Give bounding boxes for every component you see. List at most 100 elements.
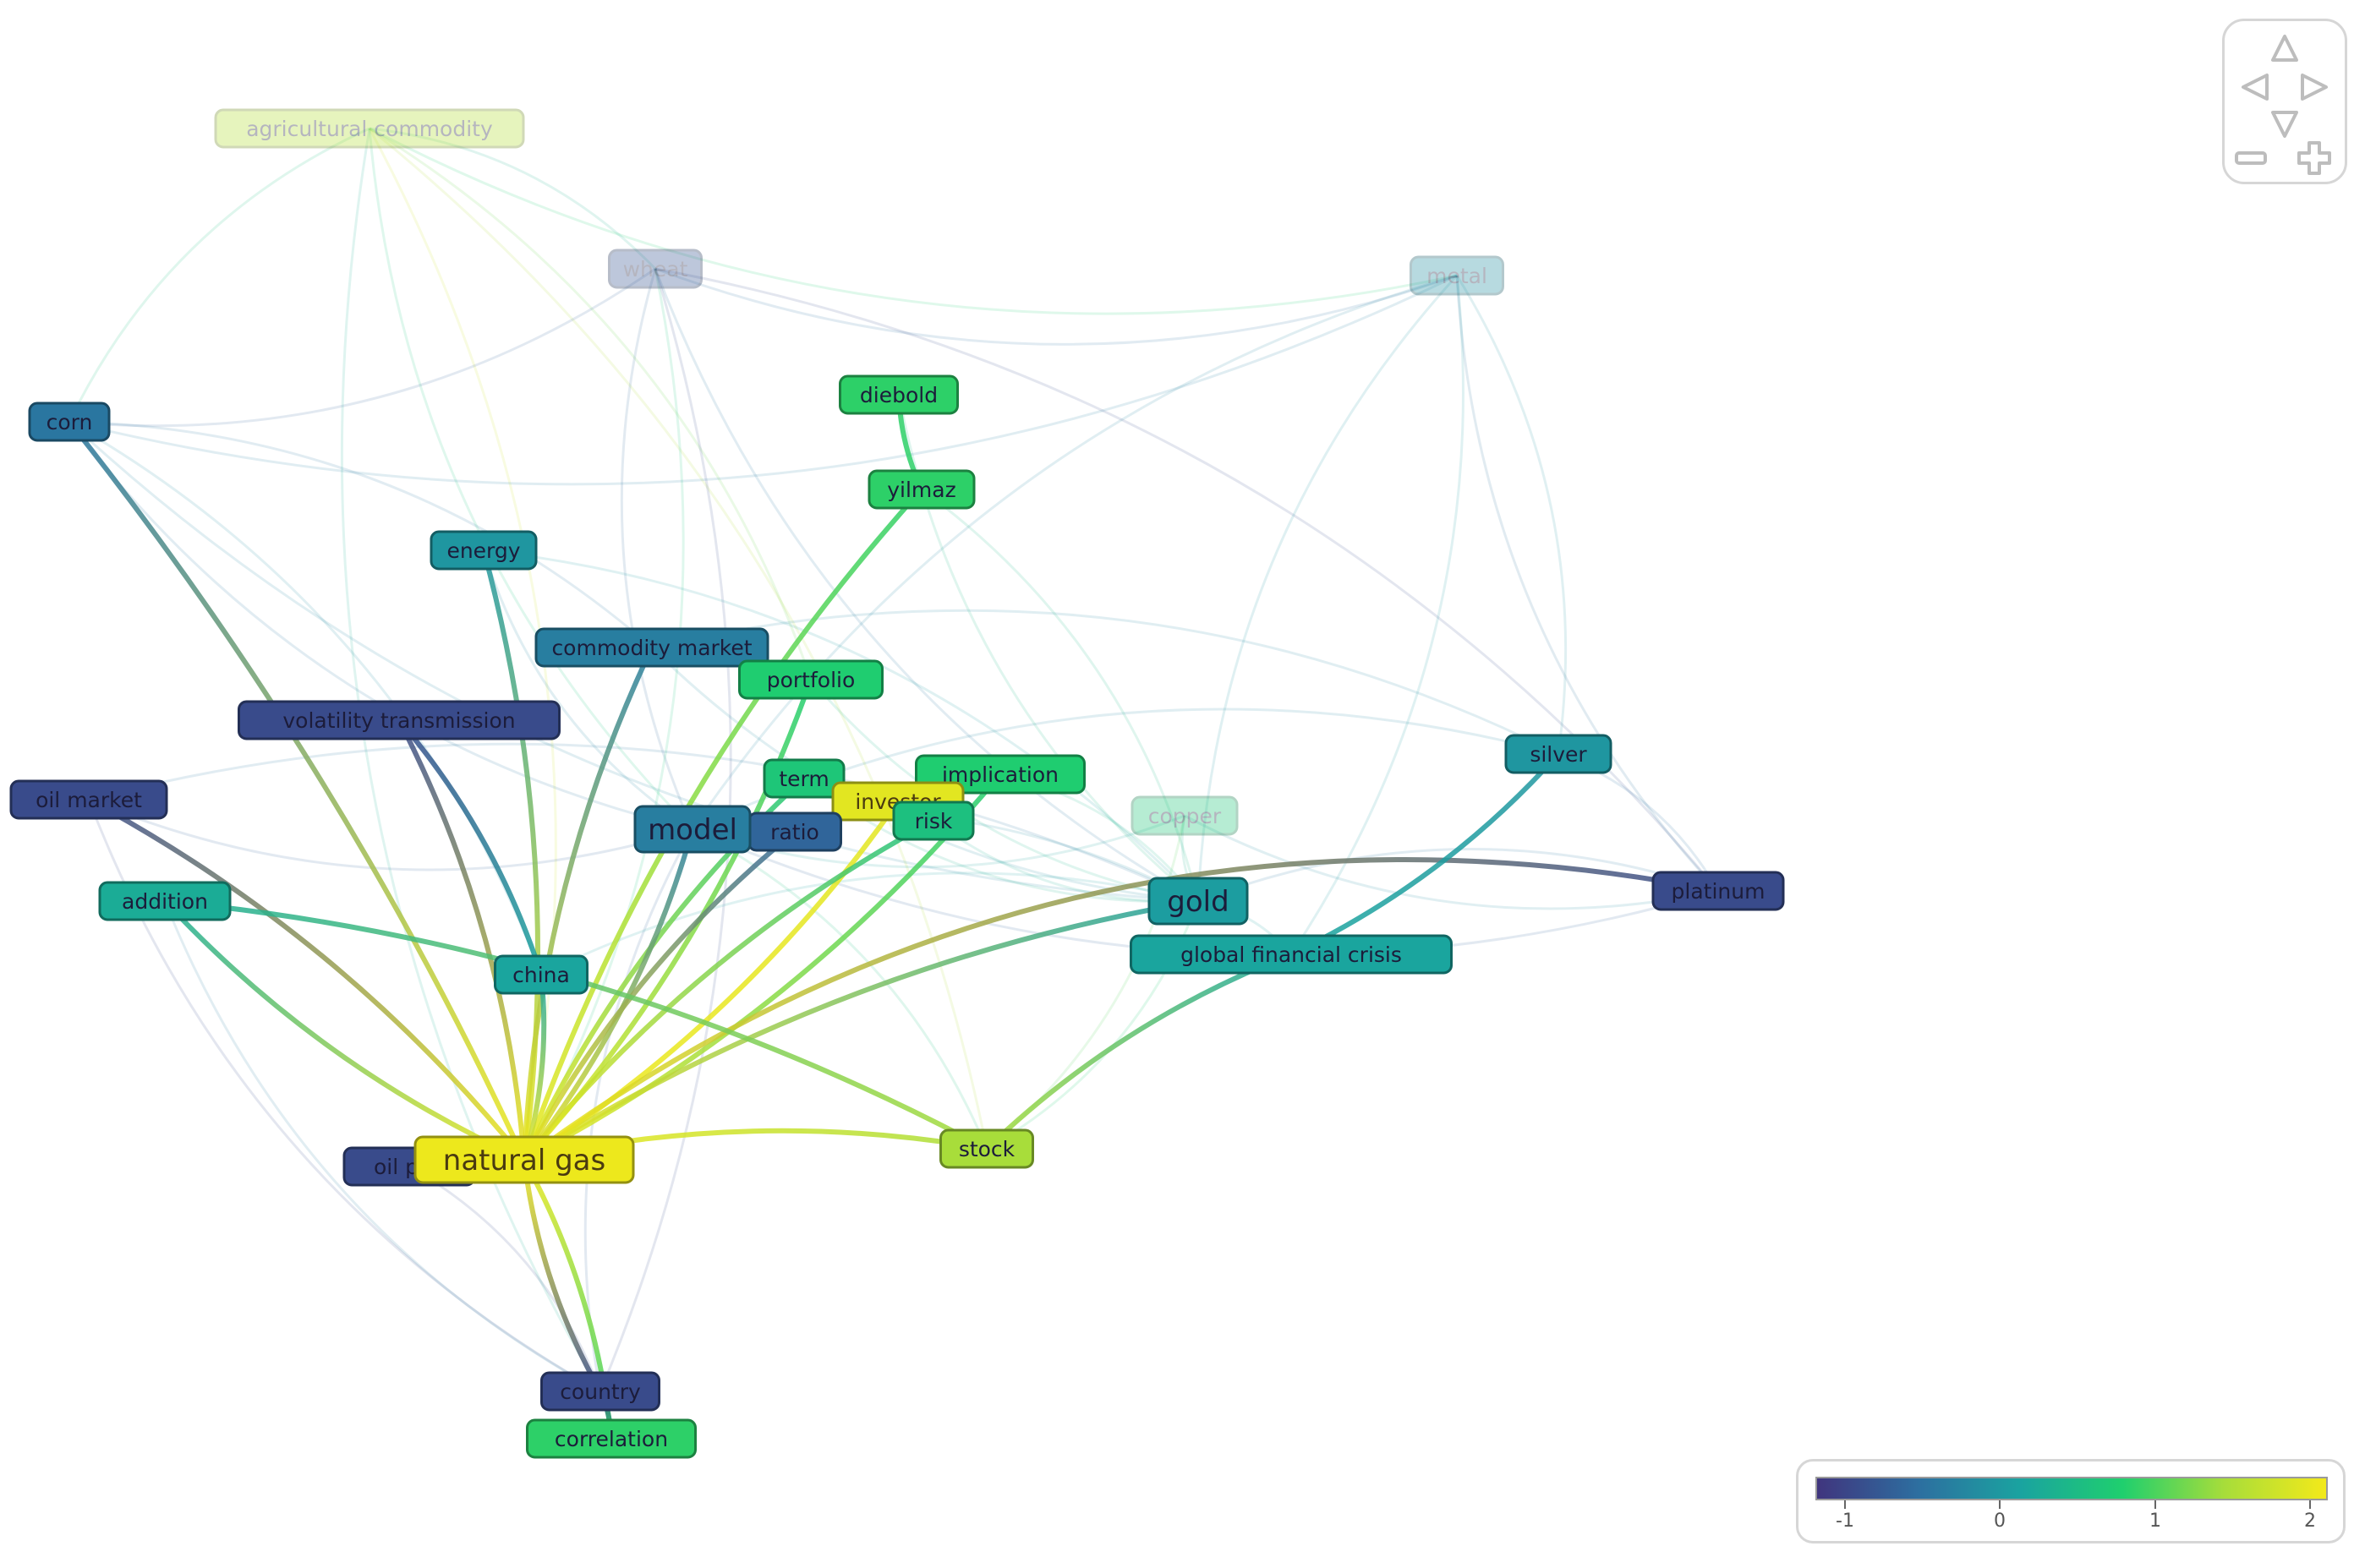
node-label-diebold: diebold [860, 383, 938, 407]
faint-link-agricultural-commodity-portfolio [369, 127, 813, 680]
faint-link-addition-country [163, 900, 601, 1393]
node-term[interactable]: term [763, 758, 846, 799]
link-natural-gas-oil-market [87, 797, 527, 1161]
faint-link-corn-china [68, 420, 543, 975]
node-label-copper: copper [1148, 804, 1222, 828]
node-volatility-transmission[interactable]: volatility transmission [238, 700, 561, 740]
zoom-out-icon[interactable] [2235, 151, 2267, 165]
node-label-agricultural-commodity: agricultural commodity [246, 117, 493, 141]
link-natural-gas-implication [523, 773, 1003, 1162]
faint-link-agricultural-commodity-model [368, 128, 694, 831]
faint-link-agricultural-commodity-wheat [369, 127, 657, 270]
node-label-country: country [560, 1380, 641, 1404]
faint-link-energy-model [482, 549, 693, 831]
node-diebold[interactable]: diebold [839, 374, 959, 415]
nodes-layer: agricultural commodity wheat metal copper co… [9, 108, 1785, 1459]
faint-link-commodity-market-silver [651, 609, 1559, 756]
pan-up-icon[interactable] [2271, 35, 2298, 62]
faint-link-agricultural-commodity-metal [369, 127, 1458, 315]
faint-link-wheat-corn [68, 267, 656, 428]
node-china[interactable]: china [494, 954, 589, 995]
faint-link-wheat-model [620, 268, 694, 830]
faint-link-wheat-metal [654, 267, 1458, 346]
link-natural-gas-ratio [522, 829, 797, 1161]
faint-link-metal-platinum [1455, 275, 1720, 893]
faint-link-corn-commodity-market [68, 420, 653, 649]
legend-tick [2309, 1500, 2311, 1509]
faint-link-metal-gold [1196, 274, 1459, 902]
faint-link-oil-price-country [408, 1165, 602, 1392]
pan-down-icon[interactable] [2271, 111, 2298, 138]
node-stock[interactable]: stock [939, 1128, 1034, 1169]
node-label-corn: corn [47, 410, 93, 434]
node-agricultural-commodity[interactable]: agricultural commodity [214, 108, 525, 149]
faint-links-layer [68, 127, 1720, 1393]
node-label-risk: risk [915, 809, 953, 833]
color-scale-legend: -1 0 1 2 [1796, 1459, 2346, 1543]
node-label-gold: gold [1167, 885, 1229, 919]
node-model[interactable]: model [633, 805, 752, 854]
link-volatility-transmission-china [397, 718, 544, 975]
faint-link-agricultural-commodity-corn [68, 127, 370, 423]
link-natural-gas-volatility-transmission [397, 718, 527, 1161]
node-country[interactable]: country [540, 1371, 660, 1412]
link-natural-gas-commodity-market [522, 646, 654, 1161]
node-label-global-financial-crisis: global financial crisis [1180, 942, 1402, 967]
faint-link-metal-model [691, 274, 1458, 830]
node-label-china: china [512, 963, 570, 987]
node-label-silver: silver [1530, 742, 1587, 767]
faint-link-corn-gold [68, 420, 1199, 903]
node-global-financial-crisis[interactable]: global financial crisis [1130, 934, 1453, 975]
node-label-stock: stock [959, 1137, 1016, 1161]
faint-link-corn-model [68, 421, 693, 831]
node-yilmaz[interactable]: yilmaz [868, 469, 976, 510]
node-label-oil-market: oil market [36, 788, 142, 812]
legend-label-zero: 0 [1994, 1511, 2006, 1532]
faint-link-agricultural-commodity-stock [369, 127, 988, 1150]
legend-tick [1999, 1500, 2001, 1509]
node-addition[interactable]: addition [98, 881, 232, 921]
link-natural-gas-yilmaz [522, 487, 924, 1161]
node-label-metal: metal [1426, 264, 1487, 288]
faint-link-metal-global-financial-crisis [1289, 275, 1464, 955]
zoom-in-icon[interactable] [2297, 141, 2331, 175]
pan-right-icon[interactable] [2301, 74, 2328, 101]
legend-label-min: -1 [1836, 1511, 1854, 1532]
node-risk[interactable]: risk [892, 800, 975, 841]
node-label-term: term [779, 767, 829, 791]
strong-links-layer [67, 394, 1719, 1440]
faint-link-agricultural-commodity-country [340, 128, 602, 1392]
node-ratio[interactable]: ratio [747, 811, 842, 852]
faint-link-metal-corn [68, 274, 1458, 486]
legend-label-one: 1 [2149, 1511, 2161, 1532]
color-scale-bar [1815, 1477, 2328, 1500]
node-label-yilmaz: yilmaz [887, 478, 955, 502]
faint-link-wheat-gold [654, 268, 1199, 903]
node-wheat[interactable]: wheat [608, 249, 703, 289]
node-correlation[interactable]: correlation [526, 1418, 697, 1459]
faint-link-oil-market-gold [88, 742, 1199, 903]
link-natural-gas-country [522, 1159, 603, 1393]
node-label-implication: implication [942, 762, 1059, 787]
link-natural-gas-platinum [523, 857, 1719, 1162]
node-platinum[interactable]: platinum [1651, 871, 1785, 911]
node-metal[interactable]: metal [1410, 255, 1504, 296]
node-label-energy: energy [446, 538, 520, 563]
node-natural-gas[interactable]: natural gas [413, 1135, 635, 1184]
node-energy[interactable]: energy [430, 530, 538, 571]
faint-link-china-gold [540, 871, 1199, 976]
node-corn[interactable]: corn [28, 402, 111, 442]
pan-left-icon[interactable] [2242, 74, 2269, 101]
node-commodity-market[interactable]: commodity market [534, 627, 769, 668]
node-copper[interactable]: copper [1130, 795, 1239, 836]
legend-tick [2154, 1500, 2156, 1509]
node-silver[interactable]: silver [1504, 734, 1612, 774]
link-natural-gas-addition [162, 899, 526, 1162]
node-portfolio[interactable]: portfolio [738, 659, 884, 700]
node-gold[interactable]: gold [1147, 877, 1249, 926]
legend-tick [1844, 1500, 1846, 1509]
node-oil-market[interactable]: oil market [9, 779, 168, 820]
node-label-ratio: ratio [770, 820, 819, 844]
faint-link-model-country [583, 828, 694, 1392]
